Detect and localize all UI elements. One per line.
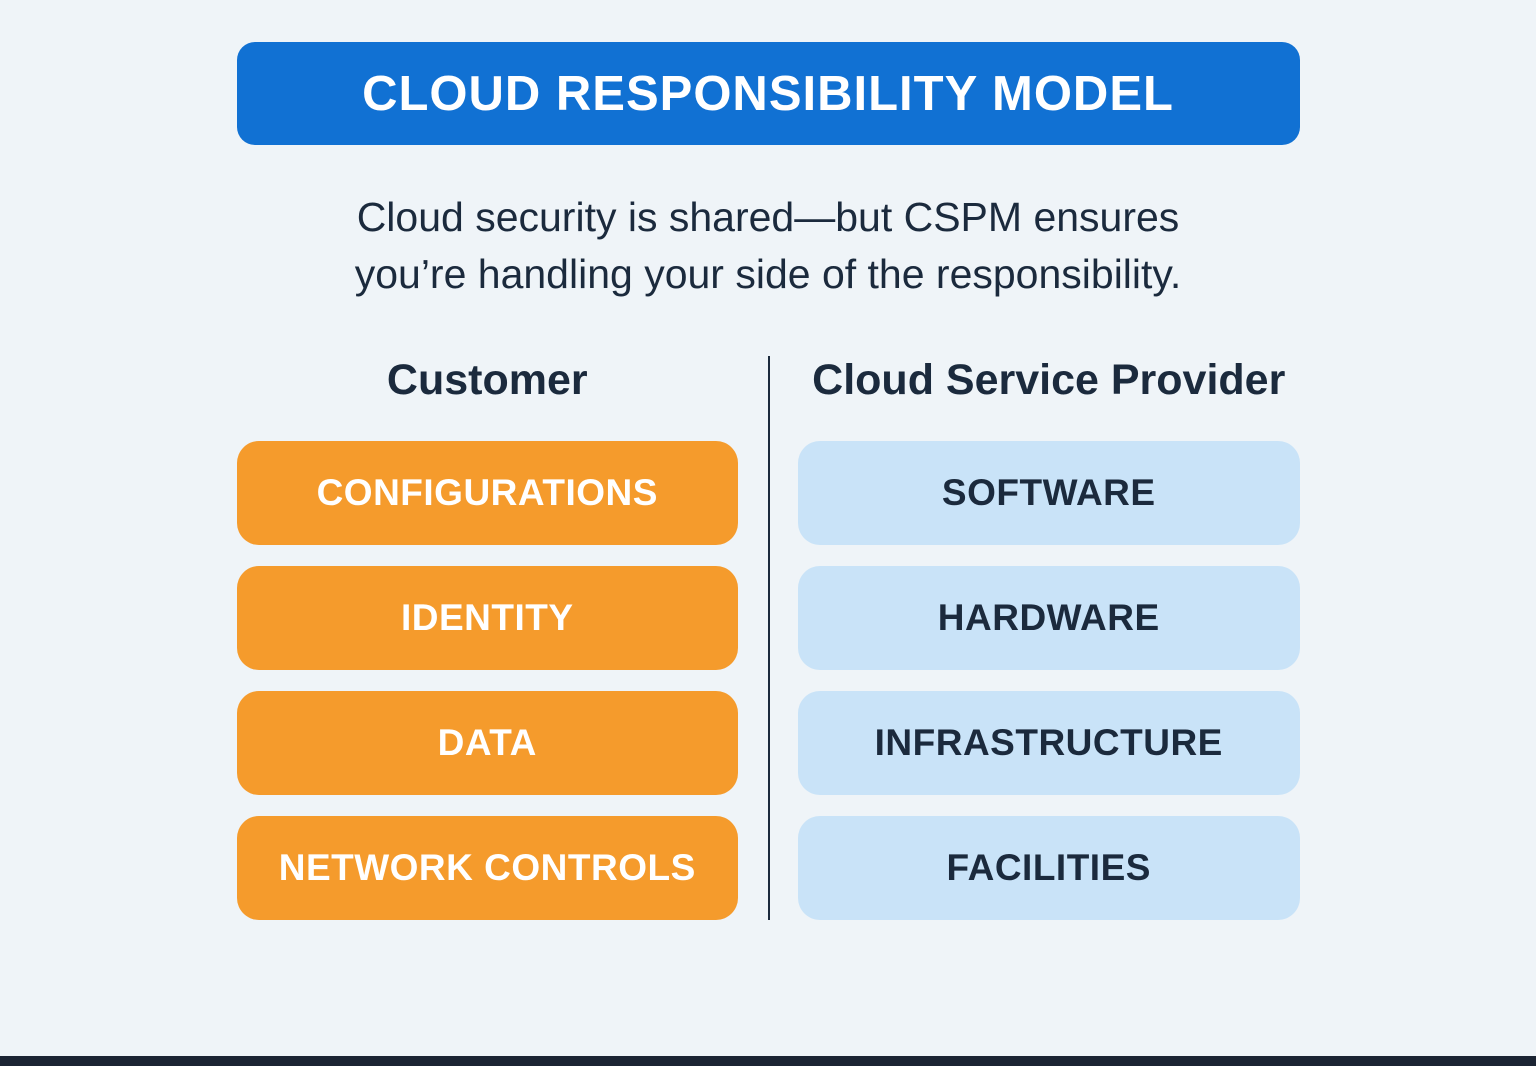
pill-label: NETWORK CONTROLS [278,847,696,889]
provider-column: Cloud Service Provider SOFTWARE HARDWARE… [770,356,1300,921]
subtitle-line-2: you’re handling your side of the respons… [354,250,1182,297]
provider-pill-hardware: HARDWARE [798,566,1300,671]
subtitle: Cloud security is shared—but CSPM ensure… [0,189,1536,302]
page-title: CLOUD RESPONSIBILITY MODEL [362,66,1174,121]
column-divider [768,356,770,921]
customer-pill-network-controls: NETWORK CONTROLS [236,816,738,921]
pill-label: FACILITIES [946,847,1151,889]
responsibility-columns: Customer CONFIGURATIONS IDENTITY DATA NE… [236,356,1300,921]
pill-label: DATA [437,722,537,764]
customer-column-heading: Customer [386,356,588,405]
provider-pill-software: SOFTWARE [798,441,1300,546]
provider-pill-infrastructure: INFRASTRUCTURE [798,691,1300,796]
pill-label: CONFIGURATIONS [316,472,658,514]
pill-label: HARDWARE [937,597,1160,639]
customer-pill-data: DATA [236,691,738,796]
pill-label: INFRASTRUCTURE [874,722,1223,764]
customer-column: Customer CONFIGURATIONS IDENTITY DATA NE… [236,356,769,921]
pill-label: IDENTITY [400,597,574,639]
provider-column-heading: Cloud Service Provider [812,356,1286,405]
provider-pill-facilities: FACILITIES [798,816,1300,921]
pill-label: SOFTWARE [941,472,1156,514]
bottom-accent-bar [0,1056,1536,1066]
customer-pill-identity: IDENTITY [236,566,738,671]
customer-pill-configurations: CONFIGURATIONS [236,441,738,546]
title-banner: CLOUD RESPONSIBILITY MODEL [236,42,1300,145]
cloud-responsibility-infographic: CLOUD RESPONSIBILITY MODEL Cloud securit… [0,42,1536,1066]
subtitle-line-1: Cloud security is shared—but CSPM ensure… [356,194,1180,240]
